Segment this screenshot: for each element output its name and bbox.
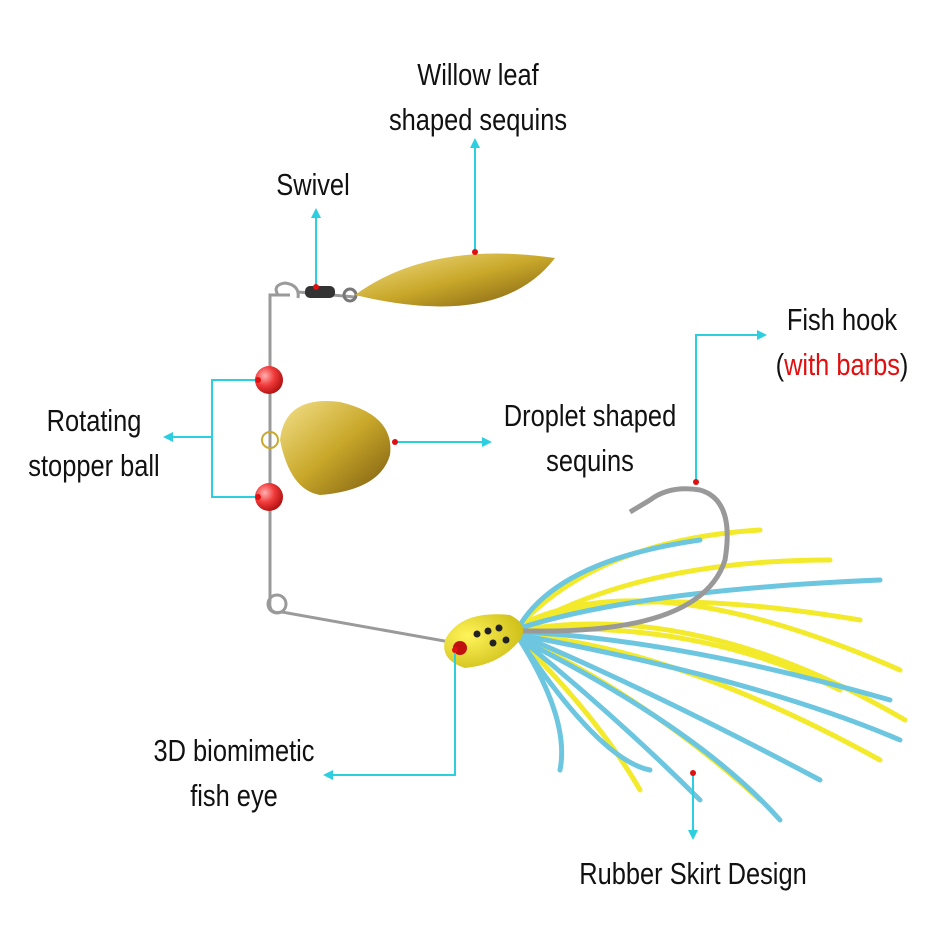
swivel-label: Swivel (276, 167, 350, 202)
stopper-ball-label: Rotating stopper ball (28, 398, 159, 488)
label-line: sequins (546, 443, 634, 478)
head-spot (495, 624, 503, 632)
fish-hook (499, 486, 730, 634)
head-spot (502, 636, 510, 644)
label-line: shaped sequins (388, 102, 568, 137)
head-spot (484, 627, 492, 635)
stopper-ball-bottom (255, 483, 283, 511)
label-line: Fish hook (786, 302, 898, 337)
fish-hook-label: Fish hook (with barbs) (776, 297, 909, 387)
callout-dots (255, 249, 699, 776)
rubber-skirt-label: Rubber Skirt Design (579, 856, 807, 891)
willow-leaf-label: Willow leaf shaped sequins (389, 52, 567, 142)
label-line: stopper ball (28, 448, 160, 483)
label-line: fish eye (190, 778, 278, 813)
arrowheads (163, 138, 767, 840)
head-spot (473, 630, 481, 638)
willow-leaf-blade (355, 253, 555, 307)
paren: ) (899, 347, 909, 382)
paren: ( (775, 347, 785, 382)
fish-eye-label: 3D biomimetic fish eye (153, 728, 314, 818)
swivel (305, 286, 358, 303)
callout-lines (170, 145, 760, 833)
label-line: Willow leaf (417, 57, 539, 92)
label-line: 3D biomimetic (153, 733, 315, 768)
label-line: Rotating (46, 403, 142, 438)
barbs-highlight: with barbs (784, 347, 900, 382)
label-line: Droplet shaped (503, 398, 677, 433)
droplet-blade (280, 401, 391, 495)
lure-head (444, 614, 524, 668)
stopper-ball-top (255, 366, 283, 394)
label-line: (with barbs) (776, 342, 909, 387)
rubber-skirt (517, 527, 908, 823)
head-spot (489, 639, 497, 647)
droplet-label: Droplet shaped sequins (504, 393, 676, 483)
clevis-ring (261, 431, 279, 449)
